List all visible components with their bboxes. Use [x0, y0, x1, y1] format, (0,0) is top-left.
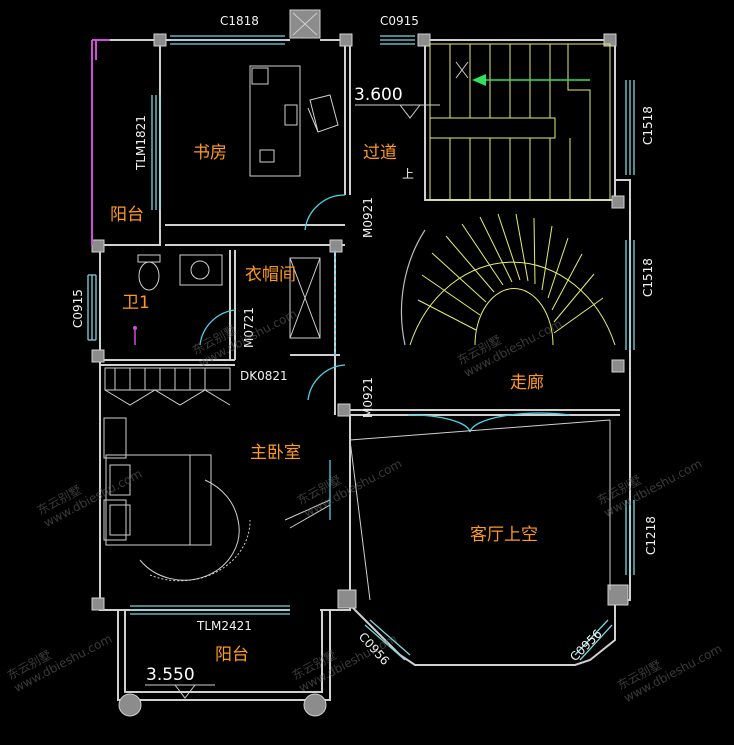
label-c1818: C1818	[220, 14, 259, 28]
room-balcony-top: 阳台	[110, 205, 144, 225]
label-dk0821: DK0821	[240, 369, 288, 383]
exterior-walls	[91, 39, 631, 701]
level-upper: 3.600	[354, 85, 403, 105]
label-tlm2421: TLM2421	[196, 619, 252, 633]
label-m0921-a: M0921	[361, 197, 375, 238]
closet-racks	[104, 257, 321, 406]
pillars	[91, 9, 629, 717]
bath-fixtures	[133, 254, 223, 345]
level-lower: 3.550	[146, 665, 195, 685]
room-hallway: 走廊	[510, 373, 544, 393]
level-markers	[145, 104, 440, 699]
label-c1218: C1218	[644, 516, 658, 555]
label-m0721: M0721	[242, 307, 256, 348]
room-closet: 衣帽间	[245, 265, 296, 285]
bedroom-furniture	[103, 417, 331, 582]
label-c0915-left: C0915	[71, 289, 85, 328]
label-c1518-b: C1518	[641, 258, 655, 297]
room-balcony-bottom: 阳台	[215, 645, 249, 665]
room-master: 主卧室	[250, 443, 301, 463]
windows	[87, 35, 635, 661]
room-void: 客厅上空	[470, 525, 538, 545]
doors	[199, 194, 571, 520]
study-furniture	[249, 65, 339, 177]
label-tlm1821: TLM1821	[134, 115, 148, 171]
label-m0921-b: M0921	[361, 377, 375, 418]
label-up: 上	[402, 167, 414, 181]
room-study: 书房	[193, 143, 227, 163]
void-lines	[349, 419, 611, 601]
label-c0915-top: C0915	[380, 14, 419, 28]
spiral-stair	[400, 213, 616, 346]
room-bath: 卫1	[122, 293, 150, 313]
label-c0956-b: C0956	[567, 627, 604, 664]
label-c1518-a: C1518	[641, 106, 655, 145]
straight-stair	[429, 43, 611, 201]
room-corridor: 过道	[363, 143, 397, 163]
